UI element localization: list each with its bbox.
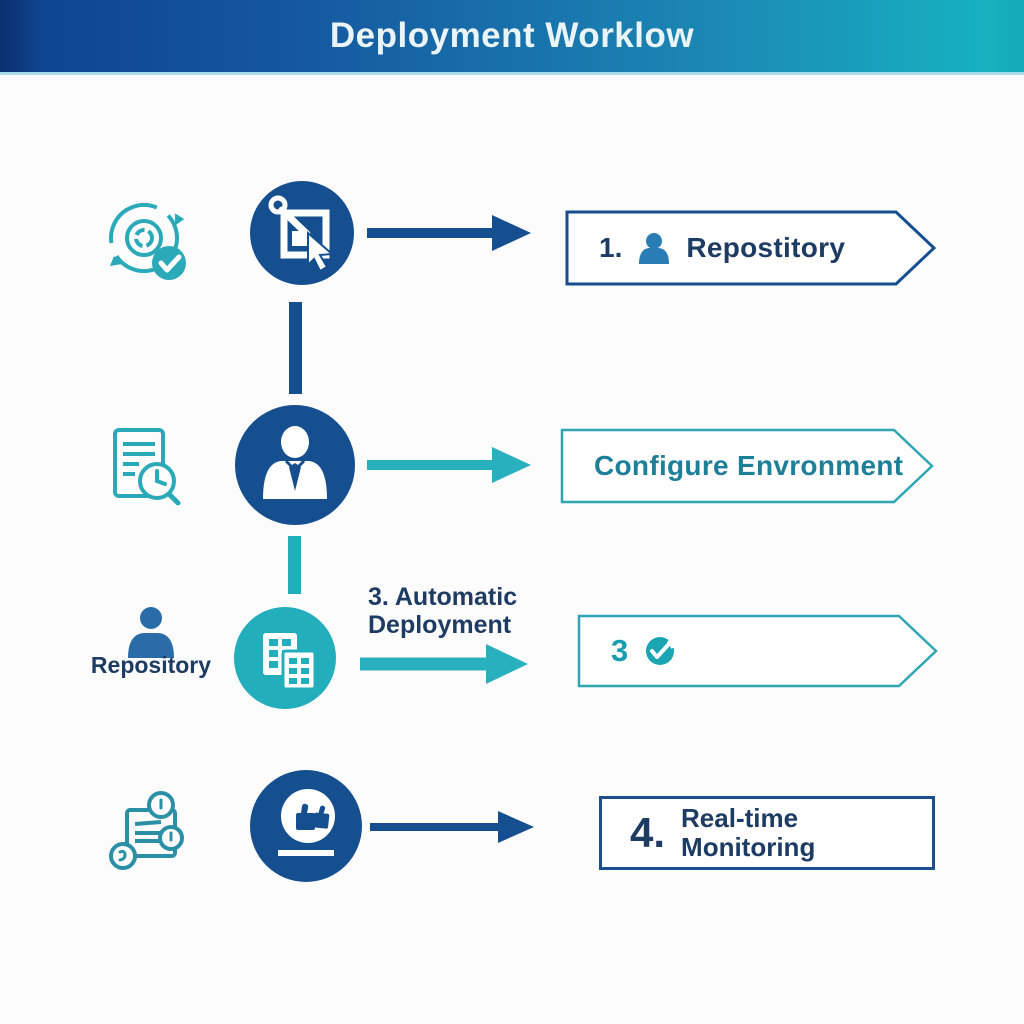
document-badges-icon xyxy=(103,788,203,891)
step4-number: 4. xyxy=(630,809,666,856)
step1-banner: 1. Repostitory xyxy=(565,210,937,286)
modules-icon xyxy=(263,633,317,691)
step3-banner: 3 xyxy=(577,614,939,688)
page-title: Deployment Worklow xyxy=(329,16,695,55)
header-banner: Deployment Worklow xyxy=(0,0,1024,75)
approval-icon xyxy=(278,789,335,856)
document-clock-icon xyxy=(95,420,200,530)
user-icon xyxy=(122,606,180,663)
step2-circle xyxy=(235,405,355,525)
step2-label: Configure Envronment xyxy=(594,450,904,481)
arrow-step1 xyxy=(365,211,533,260)
step3-number: 3 xyxy=(611,633,629,668)
businessman-icon xyxy=(263,426,327,499)
step3-circle xyxy=(234,607,336,709)
arrow-step3 xyxy=(358,641,530,692)
connector-step1-step2 xyxy=(289,302,302,394)
check-circle-icon xyxy=(646,637,676,665)
connector-step2-step3 xyxy=(288,536,301,594)
step1-label: Repostitory xyxy=(686,232,846,263)
arrow-step2 xyxy=(365,443,533,492)
step2-banner: Configure Envronment xyxy=(560,428,935,504)
sync-check-icon xyxy=(98,192,198,297)
step4-banner: 4. Real-time Monitoring xyxy=(599,796,935,870)
step4-circle xyxy=(250,770,362,882)
commit-select-icon xyxy=(268,195,335,273)
step1-circle xyxy=(250,181,354,285)
step3-annotation: 3. Automatic Deployment xyxy=(368,583,518,639)
side-label-repository: Repository xyxy=(90,652,212,678)
step4-label: Real-time Monitoring xyxy=(681,802,816,862)
step1-number: 1. xyxy=(599,232,623,263)
arrow-step4 xyxy=(368,805,536,854)
user-icon xyxy=(639,233,670,264)
